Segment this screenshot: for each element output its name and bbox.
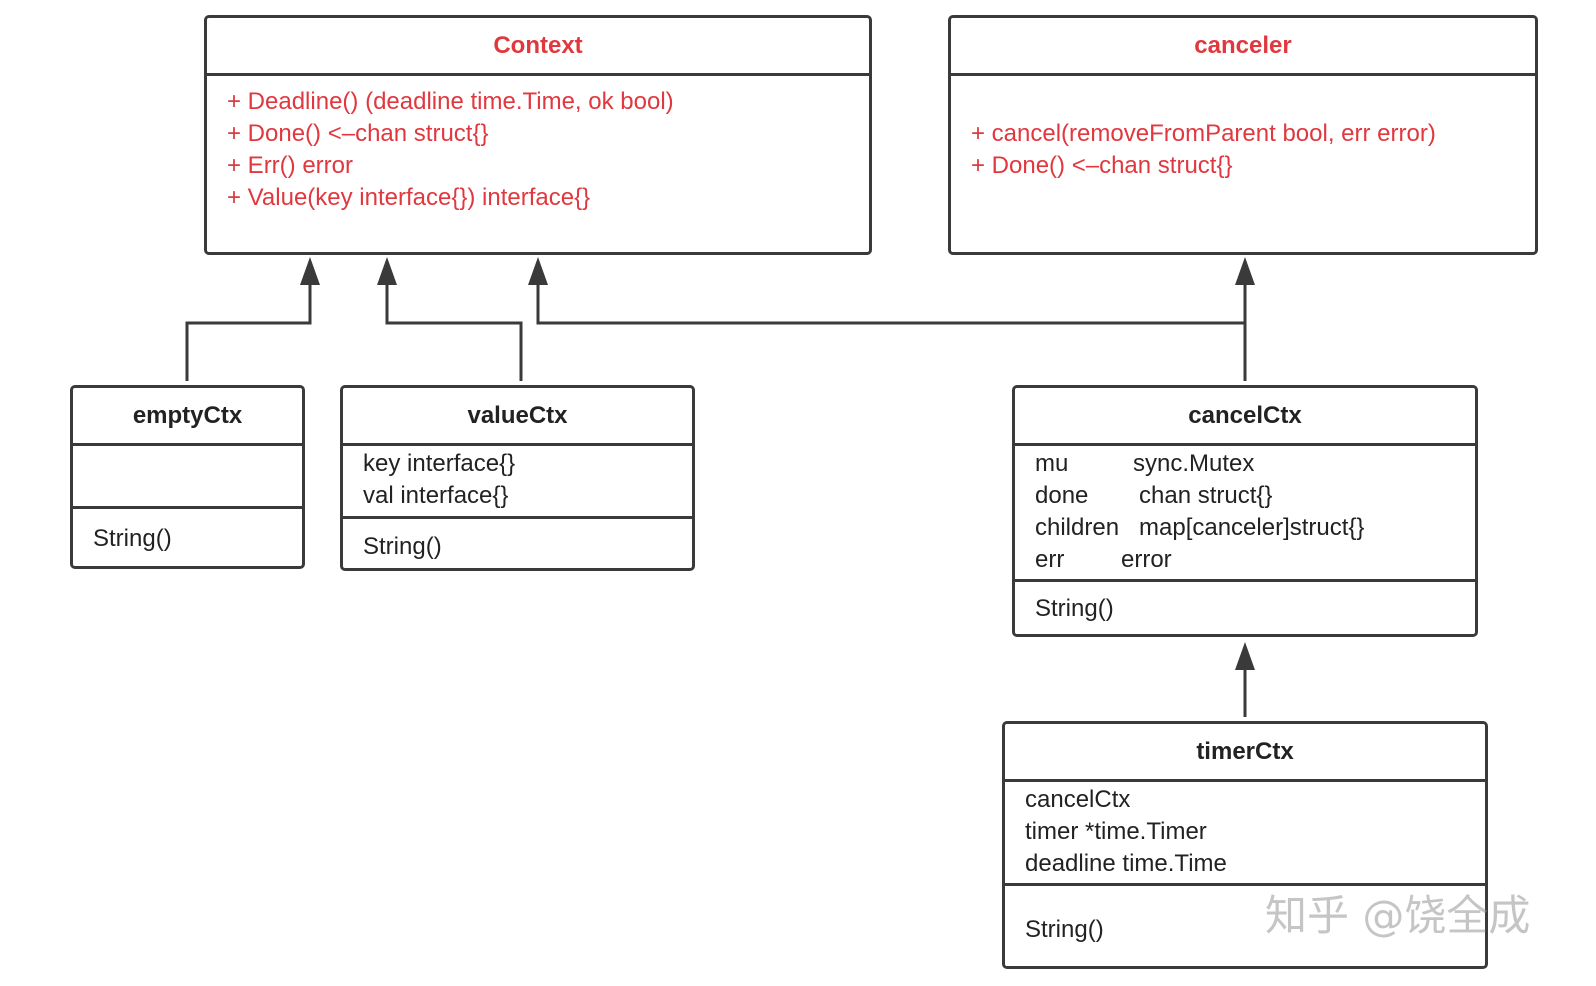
cancelctx-field-mu: mu sync.Mutex <box>1035 448 1475 480</box>
cancelctx-title: cancelCtx <box>1015 388 1475 446</box>
timerctx-methods: String() <box>1005 883 1485 946</box>
arrowhead-canceler <box>1235 257 1255 285</box>
field-type: error <box>1121 546 1172 573</box>
field-name: children <box>1035 514 1120 541</box>
timerctx-box: timerCtx cancelCtx timer *time.Timer dea… <box>1002 721 1488 969</box>
emptyctx-fields <box>73 446 302 506</box>
arrowhead-valuectx <box>377 257 397 285</box>
canceler-method-cancel: + cancel(removeFromParent bool, err erro… <box>971 120 1436 147</box>
cancelctx-method-string: String() <box>1035 595 1114 622</box>
timerctx-field-cancelctx: cancelCtx <box>1025 786 1131 813</box>
edge-valuectx-context <box>385 285 523 381</box>
emptyctx-title: emptyCtx <box>73 388 302 446</box>
field-type: sync.Mutex <box>1133 450 1255 477</box>
emptyctx-box: emptyCtx String() <box>70 385 305 569</box>
context-box: Context + Deadline() (deadline time.Time… <box>204 15 872 255</box>
valuectx-field-key: key interface{} <box>363 450 516 477</box>
canceler-box: canceler + cancel(removeFromParent bool,… <box>948 15 1538 255</box>
timerctx-field-timer: timer *time.Timer <box>1025 818 1207 845</box>
cancelctx-field-children: children map[canceler]struct{} <box>1035 512 1475 544</box>
canceler-methods: + cancel(removeFromParent bool, err erro… <box>951 76 1535 182</box>
field-name: mu <box>1035 450 1069 477</box>
valuectx-field-val: val interface{} <box>363 482 509 509</box>
arrowhead-cancelctx-context <box>528 257 548 285</box>
context-method-deadline: + Deadline() (deadline time.Time, ok boo… <box>227 88 674 115</box>
context-method-err: + Err() error <box>227 152 353 179</box>
field-type: chan struct{} <box>1139 482 1273 509</box>
timerctx-method-string: String() <box>1025 916 1104 943</box>
valuectx-box: valueCtx key interface{} val interface{}… <box>340 385 695 571</box>
context-method-done: + Done() <–chan struct{} <box>227 120 489 147</box>
edge-emptyctx-context <box>185 285 312 381</box>
valuectx-fields: key interface{} val interface{} <box>343 446 692 516</box>
timerctx-fields: cancelCtx timer *time.Timer deadline tim… <box>1005 782 1485 883</box>
field-name: err <box>1035 546 1065 573</box>
context-method-value: + Value(key interface{}) interface{} <box>227 184 591 211</box>
arrowhead-emptyctx <box>300 257 320 285</box>
cancelctx-field-err: err error <box>1035 544 1475 576</box>
timerctx-field-deadline: deadline time.Time <box>1025 850 1227 877</box>
canceler-title: canceler <box>951 18 1535 76</box>
emptyctx-methods: String() <box>73 506 302 555</box>
edge-cancelctx-context <box>536 285 1247 381</box>
emptyctx-method-string: String() <box>93 525 172 552</box>
timerctx-title: timerCtx <box>1005 724 1485 782</box>
cancelctx-methods: String() <box>1015 579 1475 625</box>
arrowhead-timerctx <box>1235 642 1255 670</box>
cancelctx-box: cancelCtx mu sync.Mutex done chan struct{}… <box>1012 385 1478 637</box>
watermark: 知乎 @饶全成 <box>1265 891 1531 940</box>
context-title: Context <box>207 18 869 76</box>
cancelctx-fields: mu sync.Mutex done chan struct{} children m… <box>1015 446 1475 579</box>
cancelctx-field-done: done chan struct{} <box>1035 480 1475 512</box>
field-name: done <box>1035 482 1089 509</box>
canceler-method-done: + Done() <–chan struct{} <box>971 152 1233 179</box>
field-type: map[canceler]struct{} <box>1139 514 1365 541</box>
valuectx-method-string: String() <box>363 533 442 560</box>
context-methods: + Deadline() (deadline time.Time, ok boo… <box>207 76 869 214</box>
valuectx-methods: String() <box>343 516 692 563</box>
valuectx-title: valueCtx <box>343 388 692 446</box>
